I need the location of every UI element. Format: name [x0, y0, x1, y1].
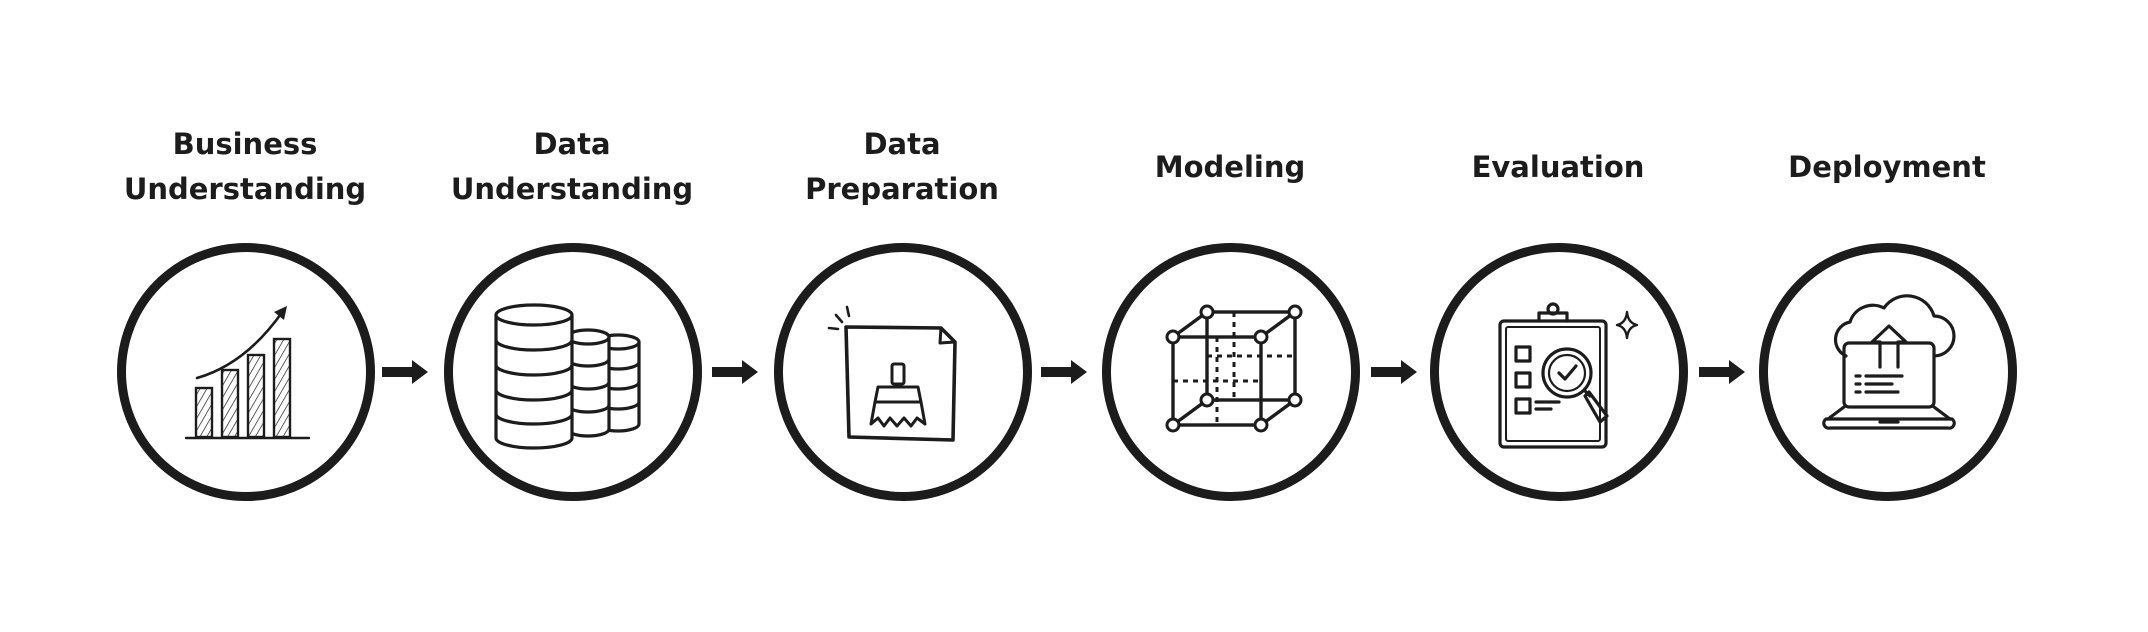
cloud-laptop-deploy-icon [1822, 294, 1956, 430]
cube-model-icon [1165, 304, 1303, 433]
stage-label-line-2: Preparation [805, 172, 999, 206]
stage-label: Deployment [1722, 145, 2052, 190]
right-arrow-icon [1041, 359, 1087, 385]
stage-label: Data Preparation [737, 122, 1067, 212]
stage-label: Data Understanding [407, 122, 737, 212]
stage-circle [1759, 243, 2017, 501]
stage-label-line-2: Understanding [450, 172, 694, 206]
stage-circle [1430, 243, 1688, 501]
stage-circle [444, 243, 702, 501]
right-arrow-icon [1371, 359, 1417, 385]
stage-deployment: Deployment [1722, 0, 2052, 632]
data-cleaning-brush-icon [827, 305, 957, 442]
right-arrow-icon [382, 359, 428, 385]
stage-evaluation: Evaluation [1393, 0, 1723, 632]
stage-modeling: Modeling [1065, 0, 1395, 632]
stage-label: Evaluation [1393, 145, 1723, 190]
stage-label: Modeling [1065, 145, 1395, 190]
clipboard-evaluation-icon [1498, 302, 1639, 449]
stage-business-understanding: Business Understanding [80, 0, 410, 632]
stage-circle [1102, 243, 1360, 501]
stage-label-line-1: Modeling [1154, 150, 1306, 184]
stage-label: Business Understanding [80, 122, 410, 212]
stage-circle [774, 243, 1032, 501]
stage-label-line-1: Data [863, 127, 941, 161]
stage-data-preparation: Data Preparation [737, 0, 1067, 632]
stage-label-line-2: Understanding [123, 172, 367, 206]
stage-label-line-1: Evaluation [1471, 150, 1645, 184]
stage-label-line-1: Data [533, 127, 611, 161]
bar-chart-growth-icon [184, 306, 311, 440]
right-arrow-icon [712, 359, 758, 385]
stage-data-understanding: Data Understanding [407, 0, 737, 632]
database-stack-icon [494, 303, 641, 450]
stage-label-line-1: Deployment [1788, 150, 1986, 184]
stage-label-line-1: Business [172, 127, 318, 161]
right-arrow-icon [1699, 359, 1745, 385]
stage-circle [117, 243, 375, 501]
